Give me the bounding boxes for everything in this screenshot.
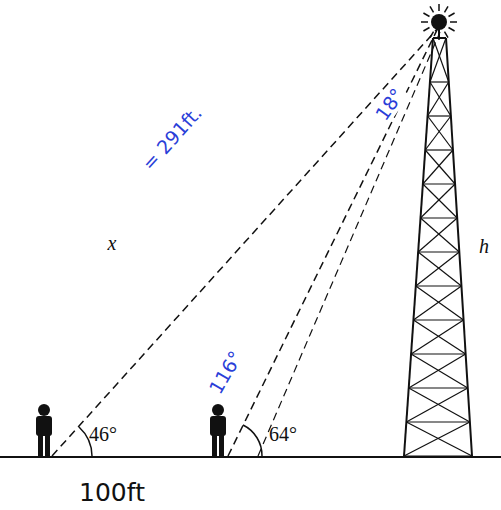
ground-line	[0, 456, 501, 458]
person-figure	[36, 404, 52, 456]
sight-line	[258, 32, 440, 456]
angle-label: 64°	[267, 423, 299, 445]
handwritten-distance: 100ft	[77, 479, 147, 506]
radio-tower	[404, 28, 472, 456]
handwritten-angle: 116°	[204, 345, 247, 399]
side-label: x	[106, 232, 119, 254]
handwritten-length: = 291ft.	[137, 100, 208, 175]
person-figure	[210, 404, 226, 456]
tower-light	[421, 4, 457, 40]
sight-line	[228, 28, 438, 456]
angle-label: 46°	[87, 423, 119, 445]
sight-line	[52, 28, 438, 456]
handwritten-angle: 18°	[371, 83, 410, 126]
height-label: h	[477, 235, 491, 257]
angle-arc	[243, 425, 262, 456]
